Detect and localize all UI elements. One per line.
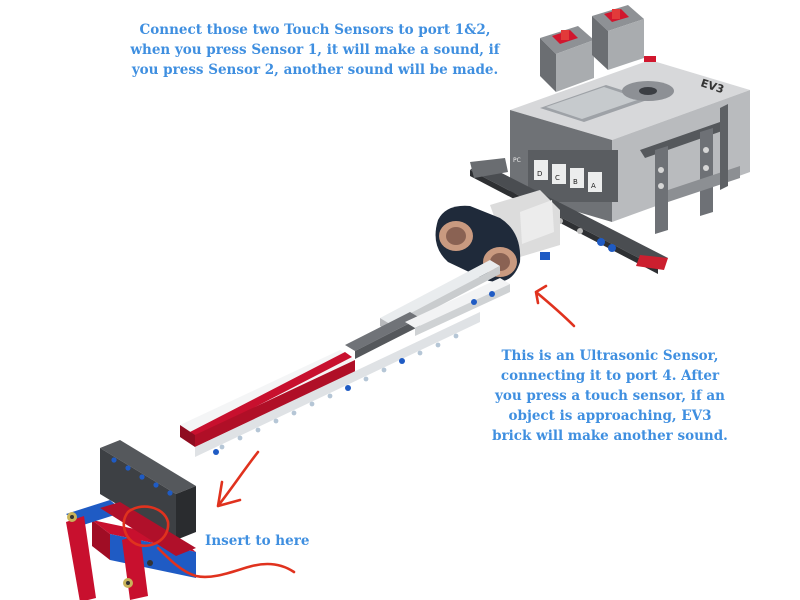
ultrasonic-sensor [435, 190, 560, 282]
connector-assembly [66, 440, 196, 600]
annotation-line: object is approaching, EV3 [508, 408, 712, 424]
port-b-label: B [573, 178, 578, 186]
ev3-assembly: EV3 D C B A PC [470, 5, 750, 274]
chassis-beam [470, 158, 668, 274]
side-frame [640, 104, 740, 234]
ev3-ports: D C B A PC [513, 150, 618, 202]
ultrasonic-annotation: This is an Ultrasonic Sensor, connecting… [490, 346, 730, 446]
annotation-line: you press a touch sensor, if an [495, 388, 725, 404]
insert-circle [122, 505, 170, 547]
insert-squiggle [156, 546, 296, 579]
annotation-line: you press Sensor 2, another sound will b… [131, 62, 499, 78]
beam-holes [219, 333, 459, 450]
beam-pins [213, 291, 495, 455]
annotation-line: This is an Ultrasonic Sensor, [501, 348, 719, 364]
red-markup [122, 284, 576, 579]
port-d-label: D [537, 170, 542, 178]
annotation-line: brick will make another sound. [492, 428, 728, 444]
touch-sensor-left [540, 26, 594, 92]
annotation-line: connecting it to port 4. After [500, 368, 720, 384]
touch-sensor-annotation: Connect those two Touch Sensors to port … [120, 20, 510, 80]
pc-port-label: PC [513, 157, 521, 164]
insert-annotation: Insert to here [205, 533, 310, 549]
port-c-label: C [555, 174, 560, 182]
arrow-to-ultrasonic [534, 284, 576, 328]
touch-sensor-right [592, 5, 644, 70]
annotation-line: Connect those two Touch Sensors to port … [139, 22, 491, 38]
beam-arm [180, 260, 510, 457]
port-a-label: A [591, 182, 596, 190]
annotation-line: when you press Sensor 1, it will make a … [130, 42, 500, 58]
arrow-down-left [216, 450, 260, 508]
